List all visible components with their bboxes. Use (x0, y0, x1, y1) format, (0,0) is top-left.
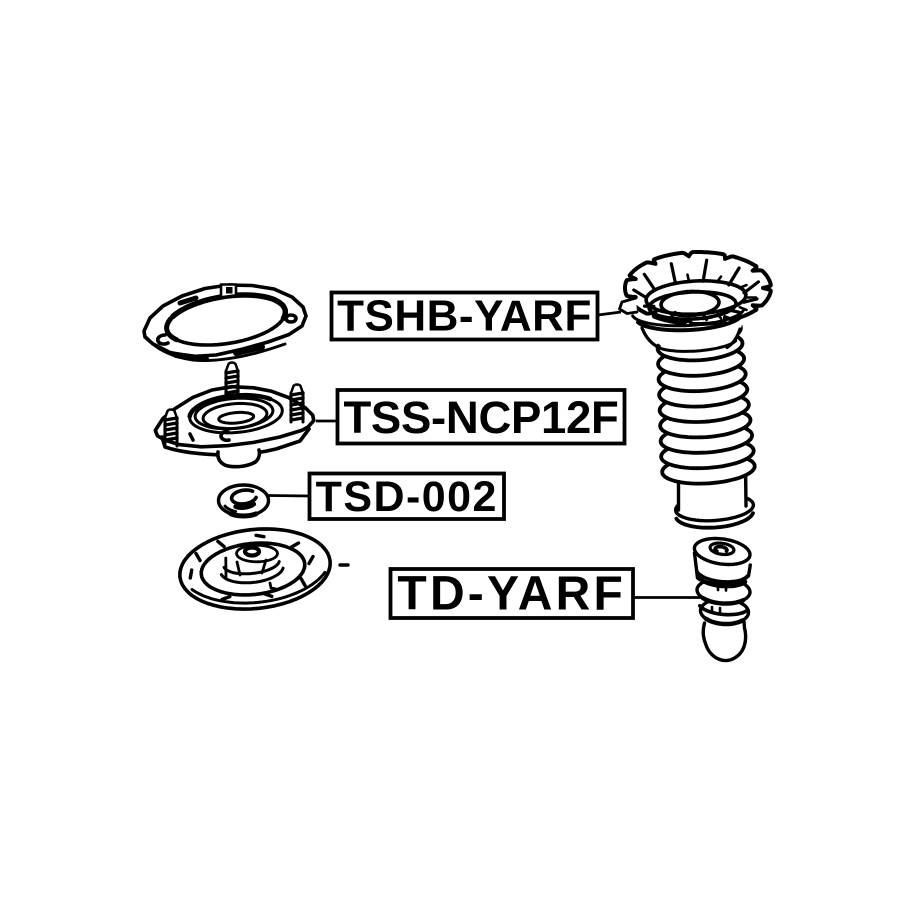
svg-text:TSHB-YARF: TSHB-YARF (337, 292, 592, 341)
svg-text:TSS-NCP12F: TSS-NCP12F (343, 392, 618, 443)
svg-text:TD-YARF: TD-YARF (397, 568, 626, 621)
svg-text:TSD-002: TSD-002 (316, 473, 498, 521)
